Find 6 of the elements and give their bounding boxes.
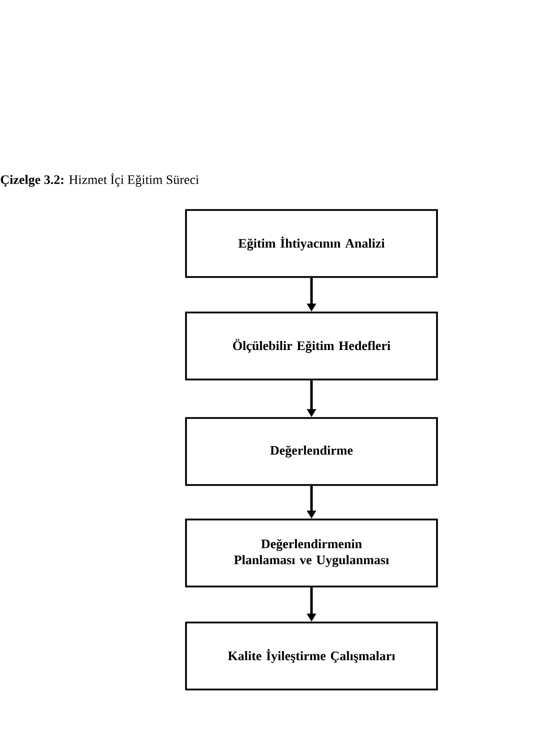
process-box: Ölçülebilir Eğitim Hedefleri (185, 312, 438, 380)
process-box: Kalite İyileştirme Çalışmaları (185, 622, 438, 690)
figure-title: Çizelge 3.2: Hizmet İçi Eğitim Süreci (0, 173, 199, 187)
process-box: Eğitim İhtiyacının Analizi (185, 209, 438, 278)
process-box: Değerlendirmenin Planlaması ve Uygulanması (185, 518, 438, 588)
process-box: Değerlendirme (185, 417, 438, 486)
